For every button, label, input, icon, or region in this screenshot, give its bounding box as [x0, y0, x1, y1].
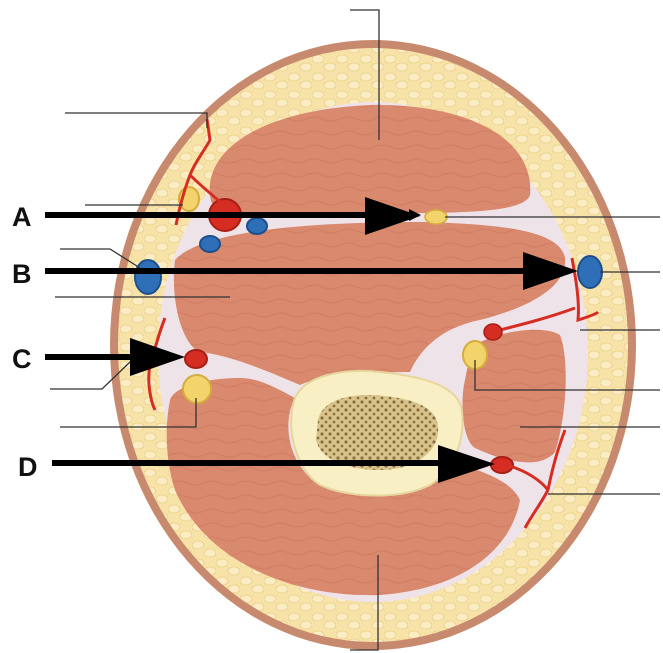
leader-line-upper-left [65, 113, 207, 128]
femoral-vein [247, 218, 267, 234]
sciatic-nerve [183, 375, 211, 403]
label-b: B [12, 259, 32, 289]
lateral-superficial-vein [578, 256, 602, 288]
label-d: D [18, 452, 38, 482]
femoral-vein-branch [200, 236, 220, 252]
label-c: C [12, 344, 32, 374]
bone-marrow [316, 395, 438, 470]
perforating-artery [491, 457, 513, 473]
medial-artery [185, 350, 207, 368]
small-nerve-a [425, 210, 447, 224]
great-saphenous-vein [135, 260, 161, 294]
label-a: A [12, 202, 32, 232]
lateral-artery [484, 324, 502, 340]
